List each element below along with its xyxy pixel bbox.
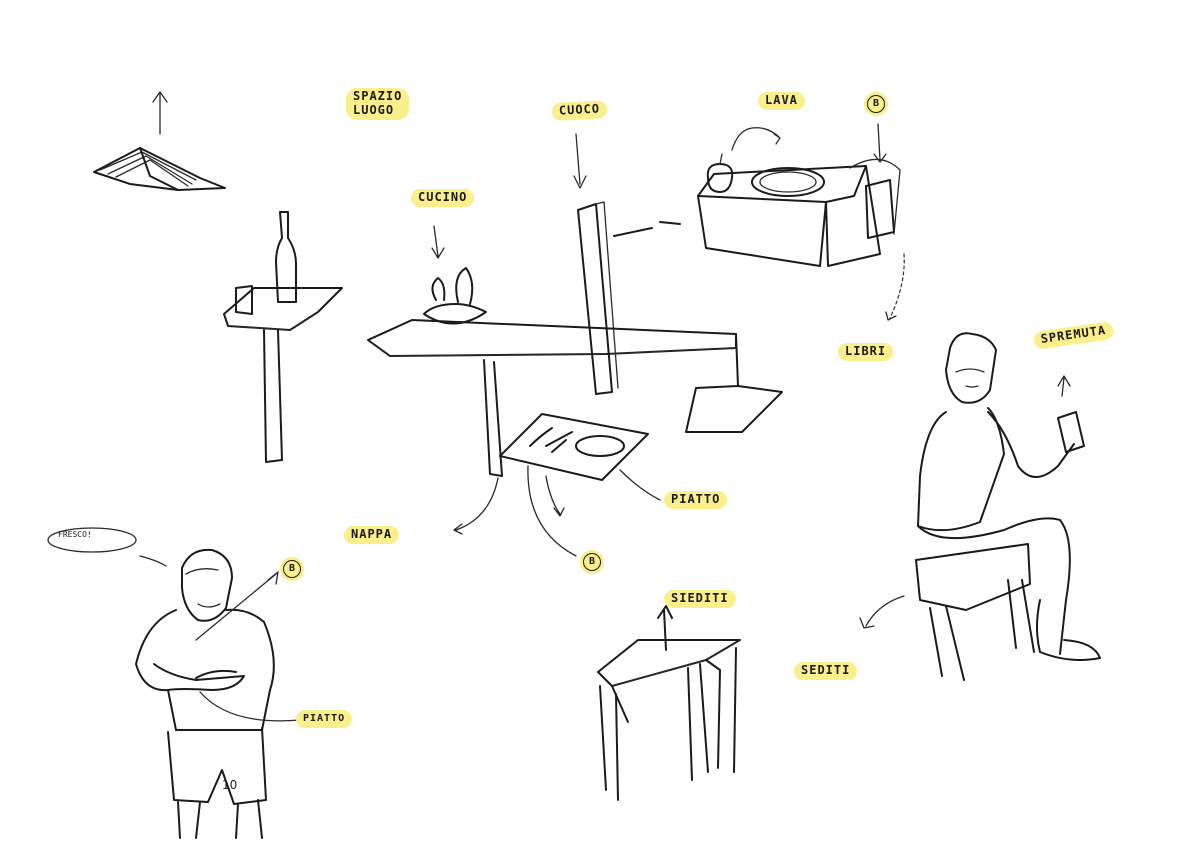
label-piatto-man: PIATTO <box>296 710 353 728</box>
badge-icon-top-right: B <box>864 92 888 116</box>
stool-sketch <box>597 605 741 801</box>
standing-man-sketch <box>47 527 301 839</box>
speech-fresco: FRESCO! <box>58 530 92 539</box>
main-table-sketch <box>367 201 783 481</box>
arrows-sketch <box>431 133 661 557</box>
label-cucina: CUCINO <box>411 189 475 207</box>
label-nappa: NAPPA <box>344 526 400 544</box>
badge-letter: B <box>583 553 601 571</box>
jersey-number: 10 <box>222 778 238 792</box>
label-siediti-man: SEDITI <box>794 662 858 680</box>
label-lava: LAVA <box>758 92 805 110</box>
badge-icon-man-left: B <box>280 557 304 581</box>
badge-letter: B <box>283 560 301 578</box>
label-cuoco: CUOCO <box>551 100 608 121</box>
label-piatto-table: PIATTO <box>664 491 728 509</box>
label-siediti-stool: SIEDITI <box>664 590 736 608</box>
book-sketch <box>93 91 226 191</box>
label-spazio-luogo: SPAZIO LUOGO <box>346 88 410 120</box>
sink-sketch <box>697 123 905 321</box>
label-libri: LIBRI <box>838 343 894 361</box>
seated-man-sketch <box>859 332 1101 681</box>
side-table-sketch <box>223 211 343 463</box>
badge-icon-bottom-center: B <box>580 550 604 574</box>
badge-letter: B <box>867 95 885 113</box>
